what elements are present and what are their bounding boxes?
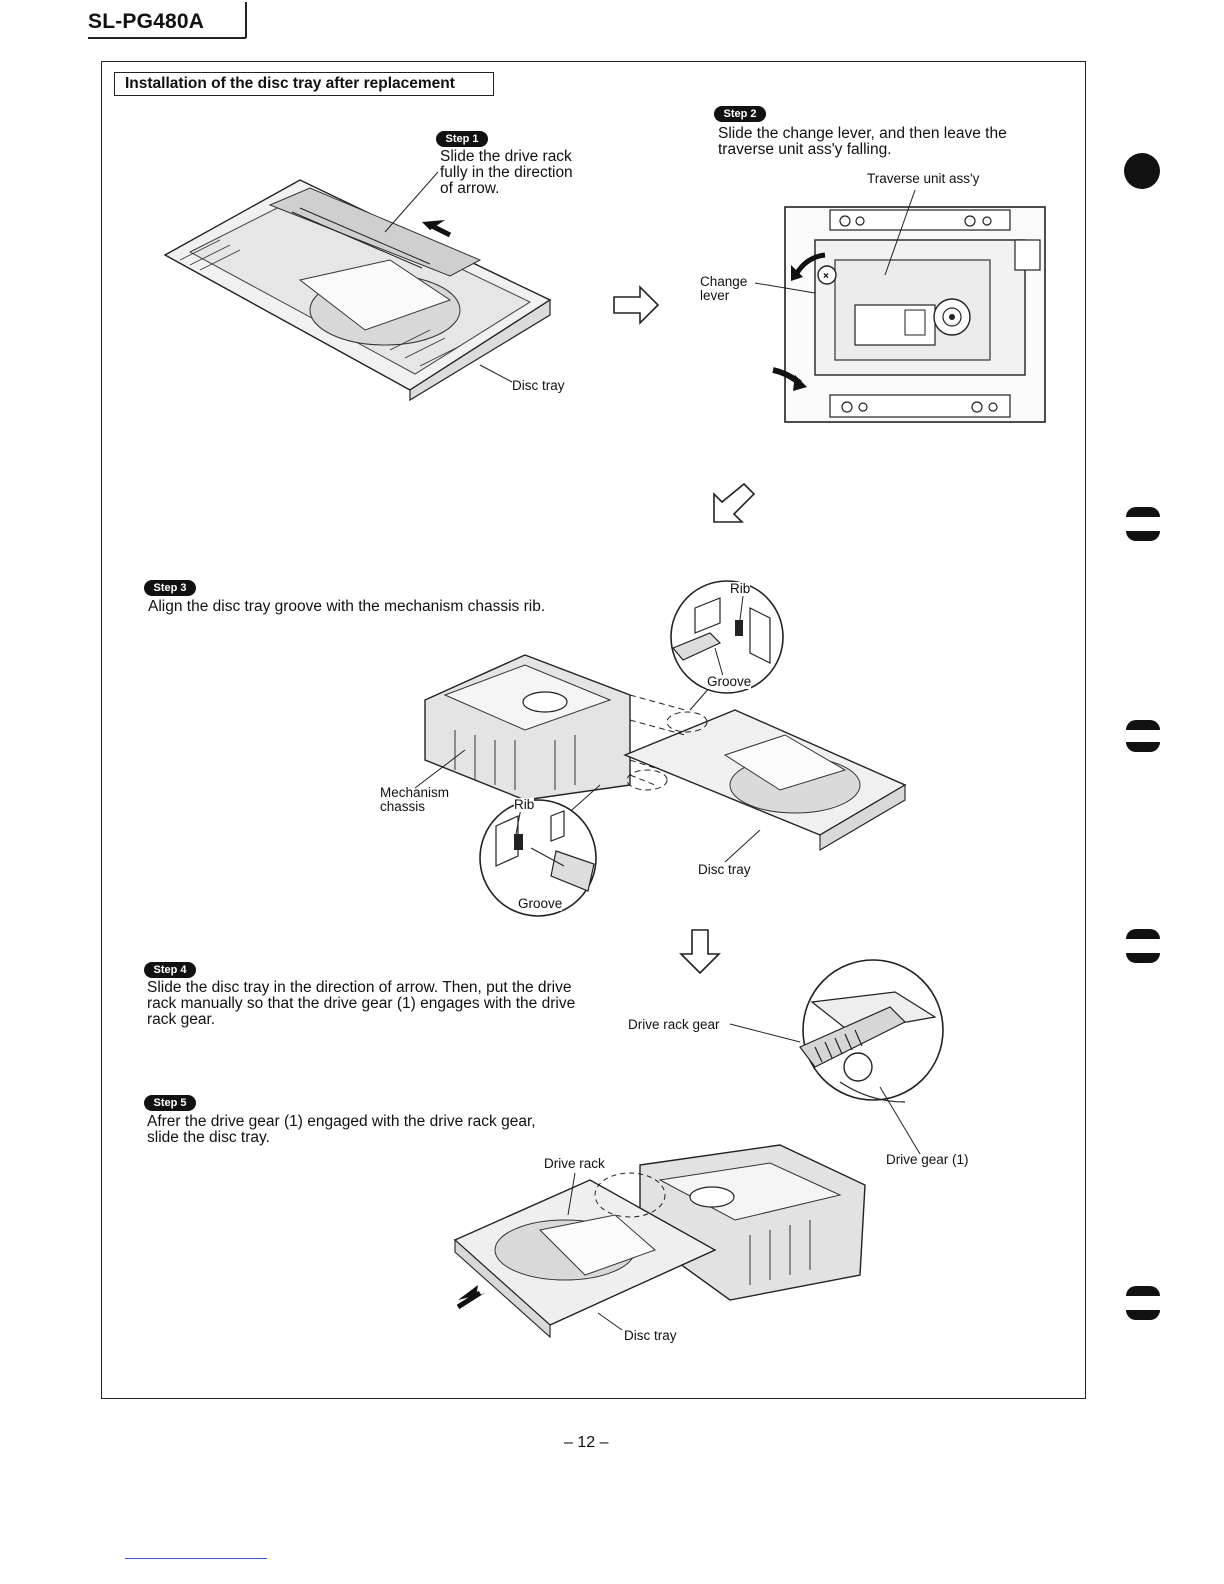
step-5-assembly-illustration [453,1144,866,1339]
step-3-badge: Step 3 [144,580,196,596]
label-drive-rack-gear: Drive rack gear [628,1017,720,1032]
label-change-lever: Change lever [700,274,748,303]
arrow-right-icon [613,285,660,325]
label-groove-bottom: Groove [518,896,563,911]
header-rule-vertical [245,2,247,38]
step-5-badge: Step 5 [144,1095,196,1111]
label-drive-rack: Drive rack [544,1156,605,1171]
binding-hole [1124,153,1160,189]
label-disc-tray-step5: Disc tray [624,1328,677,1343]
binding-hole-bottom-half [1126,953,1160,963]
step-1-text: Slide the drive rack fully in the direct… [440,148,573,197]
step-3-text: Align the disc tray groove with the mech… [148,598,546,615]
drive-gear-detail-magnifier [729,959,944,1155]
section-title: Installation of the disc tray after repl… [114,72,494,96]
step-3-alignment-illustration [414,654,907,863]
binding-hole-bottom-half [1126,1310,1160,1320]
label-mechanism-chassis: Mechanism chassis [380,785,450,814]
label-disc-tray-step3: Disc tray [698,862,751,877]
step-1-badge: Step 1 [436,131,488,147]
header-rule-horizontal [88,37,246,39]
binding-hole-top-half [1126,720,1160,730]
step-2-traverse-unit-illustration: × [754,189,1046,423]
binding-hole-bottom-half [1126,742,1160,752]
label-drive-gear: Drive gear (1) [886,1152,969,1167]
content-frame [101,61,1086,1399]
step-1-disc-tray-illustration [163,171,552,402]
model-number: SL-PG480A [88,10,205,33]
step-4-badge: Step 4 [144,962,196,978]
label-traverse-unit: Traverse unit ass'y [867,171,980,186]
binding-hole-top-half [1126,929,1160,939]
arrow-down-icon [679,929,721,975]
binding-hole-bottom-half [1126,531,1160,541]
step-5-text: Afrer the drive gear (1) engaged with th… [147,1113,536,1146]
step-4-text: Slide the disc tray in the direction of … [147,979,576,1028]
svg-text:×: × [823,271,829,282]
label-rib-bottom: Rib [514,797,535,812]
top-detail-magnifier [670,580,784,694]
step-2-text: Slide the change lever, and then leave t… [718,125,1007,158]
label-disc-tray-step1: Disc tray [512,378,565,393]
label-groove-top: Groove [707,674,752,689]
bottom-rule [125,1558,267,1559]
binding-hole-top-half [1126,507,1160,517]
step-2-badge: Step 2 [714,106,766,122]
bottom-detail-magnifier [479,799,597,917]
label-rib-top: Rib [730,581,751,596]
binding-hole-top-half [1126,1286,1160,1296]
arrow-diagonal-icon [713,482,756,523]
page-number: – 12 – [564,1434,609,1451]
